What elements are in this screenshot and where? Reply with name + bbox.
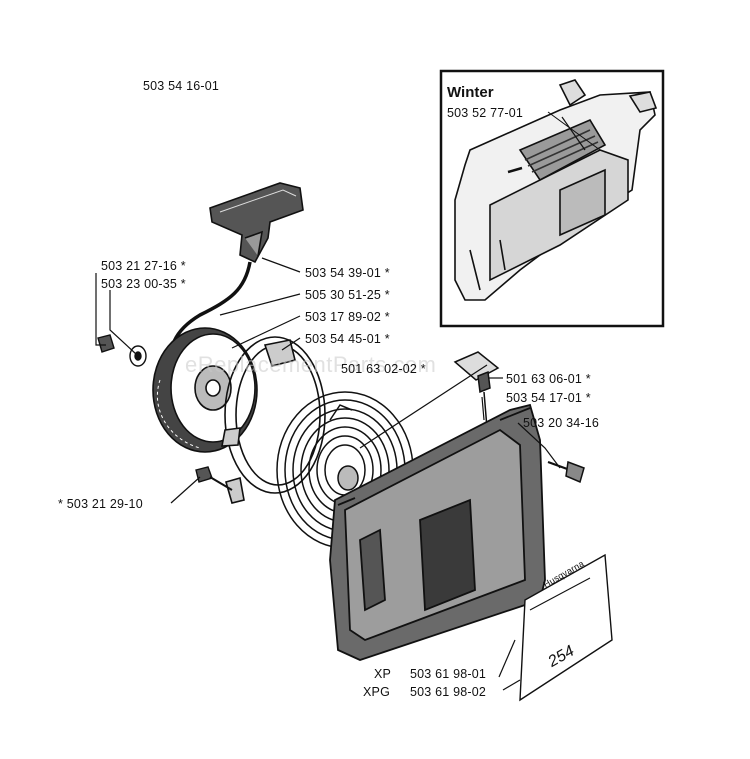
label-decal-xpg[interactable]: 503 61 98-02 xyxy=(410,685,487,699)
leader-lines xyxy=(95,116,586,691)
label-spring-cap[interactable]: 501 63 06-01 * xyxy=(506,372,591,386)
housing-screw-drawing xyxy=(547,460,585,484)
label-center-screw[interactable]: * 503 21 29-10 xyxy=(58,497,143,511)
label-pawl[interactable]: 503 54 45-01 * xyxy=(305,332,390,346)
assembly-number: 503 54 16-01 xyxy=(143,79,220,93)
center-screw-drawing xyxy=(195,466,233,491)
spring-cap-drawing xyxy=(453,351,500,441)
label-washer-screw[interactable]: 503 21 27-16 * xyxy=(101,259,186,273)
inset-part-number: 503 52 77-01 xyxy=(447,106,524,120)
label-spring[interactable]: 501 63 02-02 * xyxy=(341,362,426,376)
starter-pulley-drawing xyxy=(152,327,258,453)
label-pulley[interactable]: 503 17 89-02 * xyxy=(305,310,390,324)
label-handle[interactable]: 503 54 39-01 * xyxy=(305,266,390,280)
label-decal-xp[interactable]: 503 61 98-01 xyxy=(410,667,487,681)
decal-drawing xyxy=(519,553,613,702)
label-washer[interactable]: 503 23 00-35 * xyxy=(101,277,186,291)
label-rope[interactable]: 505 30 51-25 * xyxy=(305,288,390,302)
label-xp-model: XP xyxy=(374,667,392,681)
inset-title: Winter xyxy=(447,84,494,101)
watermark-text: eReplacementParts.com xyxy=(185,352,437,377)
label-xpg-model: XPG xyxy=(363,685,390,699)
winter-cover-illustration xyxy=(454,79,658,301)
label-housing-screw[interactable]: 503 20 34-16 xyxy=(523,416,600,430)
label-housing[interactable]: 503 54 17-01 * xyxy=(506,391,591,405)
screw-washer-drawing xyxy=(97,334,147,367)
starter-handle-drawing xyxy=(209,182,304,264)
starter-housing-drawing xyxy=(329,403,546,661)
